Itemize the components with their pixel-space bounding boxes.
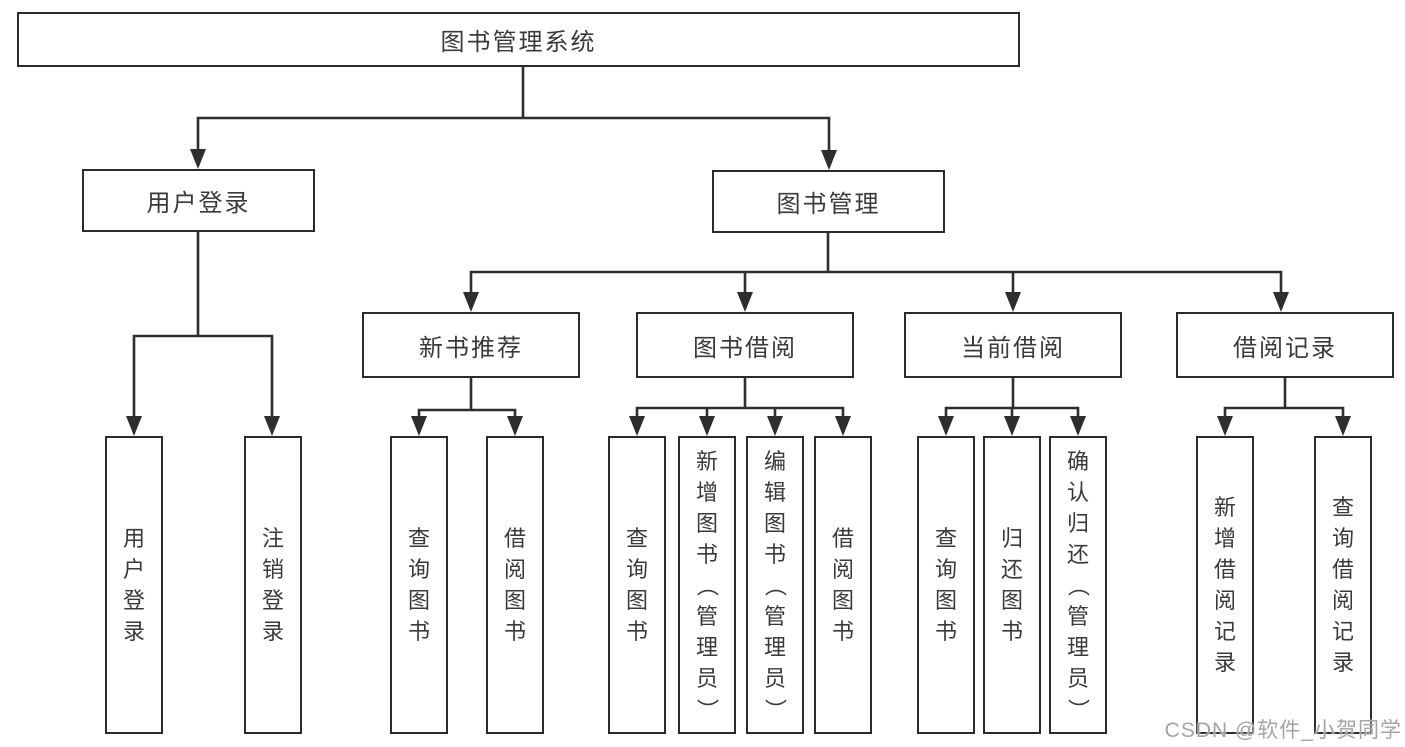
leaf-logout: 注销登录 [244,436,302,734]
node-user-login: 用户登录 [82,169,315,232]
leaf-borrow-books-recommend: 借阅图书 [486,436,544,734]
edge-bookborrow-to-leaves [635,377,845,432]
leaf-add-books-admin: 新增图书（管理员） [678,436,736,734]
edge-userlogin-to-leaves [132,231,274,432]
leaf-return-books: 归还图书 [983,436,1041,734]
leaf-query-books-recommend: 查询图书 [390,436,448,734]
node-book-borrow: 图书借阅 [636,312,854,378]
leaf-confirm-return-admin: 确认归还（管理员） [1049,436,1107,734]
node-current-borrow: 当前借阅 [904,312,1122,378]
leaf-user-login: 用户登录 [105,436,163,734]
leaf-query-borrow-record: 查询借阅记录 [1314,436,1372,734]
leaf-add-borrow-record: 新增借阅记录 [1196,436,1254,734]
arrowheads [126,149,1351,436]
csdn-watermark: CSDN @软件_小贺同学 [1164,719,1402,742]
node-borrow-record: 借阅记录 [1176,312,1394,378]
node-book-management: 图书管理 [712,170,945,233]
edge-newbookrec-to-leaves [417,377,517,432]
leaf-query-books-current: 查询图书 [917,436,975,734]
edge-borrowrecord-to-leaves [1223,377,1345,432]
leaf-edit-books-admin: 编辑图书（管理员） [746,436,804,734]
leaf-borrow-books: 借阅图书 [814,436,872,734]
node-library-management-system: 图书管理系统 [17,12,1020,67]
edge-bookmgmt-to-level3 [469,233,1283,308]
node-new-book-recommend: 新书推荐 [362,312,580,378]
edge-root-to-level2 [196,66,831,167]
leaf-query-books-borrow: 查询图书 [608,436,666,734]
